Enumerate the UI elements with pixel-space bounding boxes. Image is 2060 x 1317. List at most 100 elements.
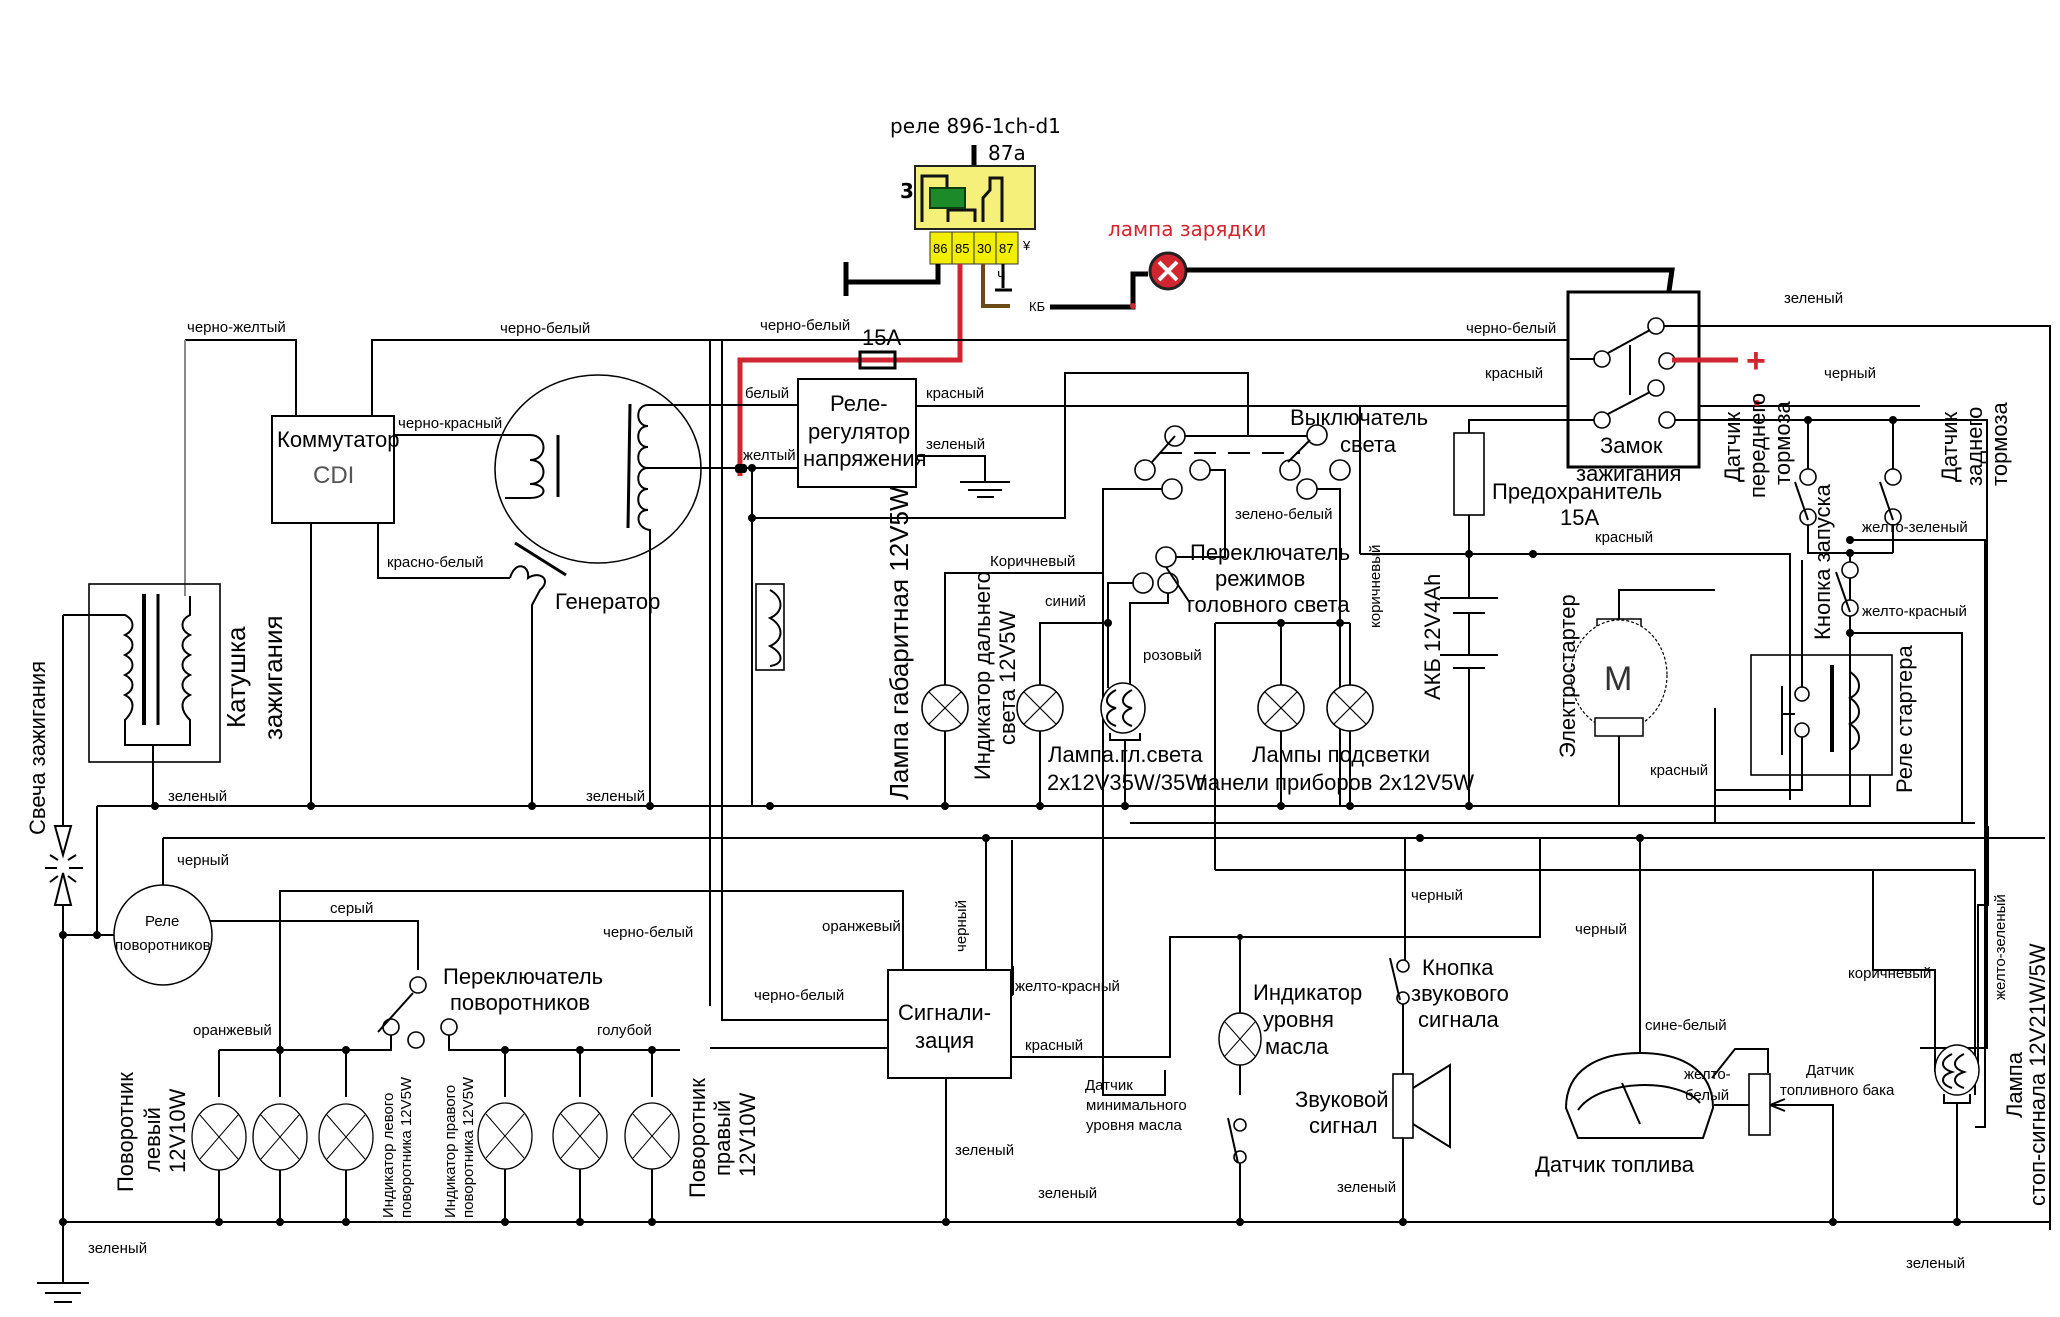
starter-motor[interactable]: M Электростартер (1555, 589, 1715, 806)
commutator-title: Коммутатор (277, 427, 399, 452)
oil-level-indicator[interactable]: Индикатор уровня масла (1218, 934, 1362, 1095)
wire-label-yellow-green: желто-зеленый (1862, 519, 1968, 536)
wire-label-yellow: желтый (743, 447, 796, 464)
rear-brake-line-1: Датчик (1937, 412, 1962, 482)
wire-label-green-reg: зеленый (926, 436, 985, 453)
wire-label-pink: розовый (1143, 647, 1202, 664)
starter-motor-label: Электростартер (1555, 594, 1580, 758)
horn-button-line-2: звукового (1411, 981, 1509, 1006)
parking-lamp[interactable]: Лампа габаритная 12V5W (884, 486, 969, 800)
turn-switch-line-2: поворотников (450, 990, 590, 1015)
green-ground-bus (97, 775, 1871, 807)
wire-grey (210, 920, 419, 970)
generator[interactable]: Генератор (494, 374, 702, 806)
horn-button[interactable]: Кнопка звукового сигнала (1389, 955, 1509, 1075)
wire-brown-parking (1102, 488, 1166, 1096)
front-brake-line-2: переднего (1745, 393, 1770, 498)
alarm-unit[interactable]: Сигнали- зация (887, 969, 1012, 1079)
relay-internal-lines (920, 174, 1004, 222)
turn-right-line-3: 12V10W (735, 1092, 760, 1177)
light-switch-contacts (1151, 435, 1311, 463)
panel-lamps[interactable]: Лампы подсветки панели приборов 2x12V5W (1196, 684, 1474, 795)
turn-signal-relay[interactable]: Реле поворотников (113, 884, 213, 986)
ignition-lock-contacts (1607, 329, 1651, 415)
relay-896[interactable]: реле 896-1ch-d1 87a 3 86 85 30 87 ¥ Ч КБ (843, 114, 1148, 314)
wire-label-red-bus: красный (1595, 529, 1653, 546)
wire-label-black-red: черно-красный (398, 415, 502, 432)
horn-button-line-1: Кнопка (1422, 955, 1494, 980)
wire-pink (1129, 593, 1169, 690)
spark-plug[interactable]: Свеча зажигания (25, 615, 83, 935)
headlight-mode-switch[interactable]: Переключатель режимов головного света (1132, 540, 1350, 617)
wire-yellow-light-switch (752, 372, 1249, 519)
commutator-cdi[interactable]: Коммутатор CDI (271, 415, 399, 524)
wire-black-yellow (185, 339, 297, 420)
headlamp-line-1: Лампа.гл.света (1048, 742, 1203, 767)
ignition-coil-line-1: Катушка (221, 626, 251, 728)
front-brake-sensor[interactable]: Датчик переднего тормоза (1720, 393, 1893, 554)
starter-relay[interactable]: Реле стартера (1714, 560, 1917, 806)
light-switch[interactable]: Выключатель света (1134, 405, 1428, 500)
right-indicator-line-2: поворотника 12V5W (460, 1076, 477, 1218)
regulator-box (797, 378, 917, 488)
wire-label-yellow-white-2: белый (1685, 1087, 1729, 1104)
highbeam-indicator-line-2: света 12V5W (995, 610, 1020, 745)
wire-label-yellow-white-1: желто- (1684, 1066, 1731, 1083)
oil-level-sensor[interactable]: Датчик минимального уровня масла (1085, 1077, 1247, 1222)
relay-kb-label: КБ (1029, 299, 1045, 314)
fuel-tank-sensor[interactable]: Датчик топливного бака (1748, 1062, 1895, 1222)
left-indicator-line-1: Индикатор левого (380, 1093, 397, 1218)
ignition-coil[interactable]: Катушка зажигания (63, 583, 288, 806)
turn-switch-line-1: Переключатель (443, 964, 603, 989)
wire-brown-stop (1872, 870, 1936, 1072)
relay-pin-3: 3 (900, 179, 914, 203)
battery[interactable]: АКБ 12V4Ah (1420, 554, 1498, 806)
fuel-tank-sensor-line-1: Датчик (1806, 1062, 1854, 1079)
start-button[interactable]: Кнопка запуска (1810, 483, 1859, 800)
wire-label-white: белый (745, 385, 789, 402)
parking-lamp-label: Лампа габаритная 12V5W (884, 486, 914, 800)
turn-lamps[interactable] (191, 1050, 680, 1222)
wire-label-black-relay: черный (177, 852, 229, 869)
turn-left-line-2: левый (140, 1107, 165, 1172)
relay-30-wire (981, 264, 1010, 308)
generator-pickup-core (514, 541, 567, 577)
turn-left-line-3: 12V10W (165, 1088, 190, 1173)
headlamp-line-2: 2x12V35W/35W (1047, 770, 1206, 795)
wire-label-brown-panel: коричневый (1367, 545, 1384, 628)
fuel-gauge[interactable]: Датчик топлива (1535, 1051, 1715, 1177)
alarm-line-2: зация (915, 1028, 974, 1053)
charge-lamp-label: лампа зарядки (1108, 217, 1266, 241)
wire-blue-right-bus (448, 1035, 680, 1051)
regulator-line-2: регулятор (808, 419, 910, 444)
headlamp[interactable]: Лампа.гл.света 2x12V35W/35W (1047, 682, 1206, 806)
highbeam-indicator[interactable]: Индикатор дальнего света 12V5W (970, 571, 1064, 780)
charge-lamp-x-icon (1157, 260, 1179, 282)
wire-label-green-bottom-left: зеленый (88, 1240, 147, 1257)
choke-coil (767, 589, 782, 667)
rear-brake-sensor[interactable]: Датчик заднего тормоза (1879, 402, 2012, 554)
ignition-lock-line-1: Замок (1600, 433, 1663, 458)
generator-label: Генератор (555, 589, 660, 614)
horn[interactable]: Звуковой сигнал (1295, 1063, 1451, 1222)
stop-lamp[interactable]: Лампа стоп-сигнала 12V21W/5W (1934, 943, 2050, 1222)
ignition-lock[interactable]: Замок зажигания (1566, 290, 1701, 486)
motor-symbol: M (1604, 660, 1632, 698)
relay-pin-87: 87 (999, 241, 1013, 256)
wire-brown-run (1215, 869, 1976, 1095)
oil-sensor-line-3: уровня масла (1086, 1117, 1182, 1134)
alarm-line-1: Сигнали- (898, 1000, 991, 1025)
wire-label-brown-cap: Коричневый (990, 553, 1075, 570)
resistor-choke (755, 583, 785, 671)
panel-lamps-line-1: Лампы подсветки (1252, 742, 1430, 767)
start-button-label: Кнопка запуска (1810, 483, 1835, 640)
wire-label-black-alarm: черный (953, 900, 970, 952)
wire-label-light-blue: голубой (597, 1022, 652, 1039)
voltage-regulator[interactable]: Реле- регулятор напряжения (797, 378, 927, 488)
wire-label-yellow-red: желто-красный (1862, 603, 1967, 620)
turn-switch[interactable]: Переключатель поворотников (377, 964, 603, 1049)
turn-relay-line-1: Реле (145, 913, 179, 930)
horn-button-line-3: сигнала (1418, 1007, 1500, 1032)
front-brake-line-3: тормоза (1770, 401, 1795, 486)
fuel-gauge-label: Датчик топлива (1535, 1152, 1695, 1177)
